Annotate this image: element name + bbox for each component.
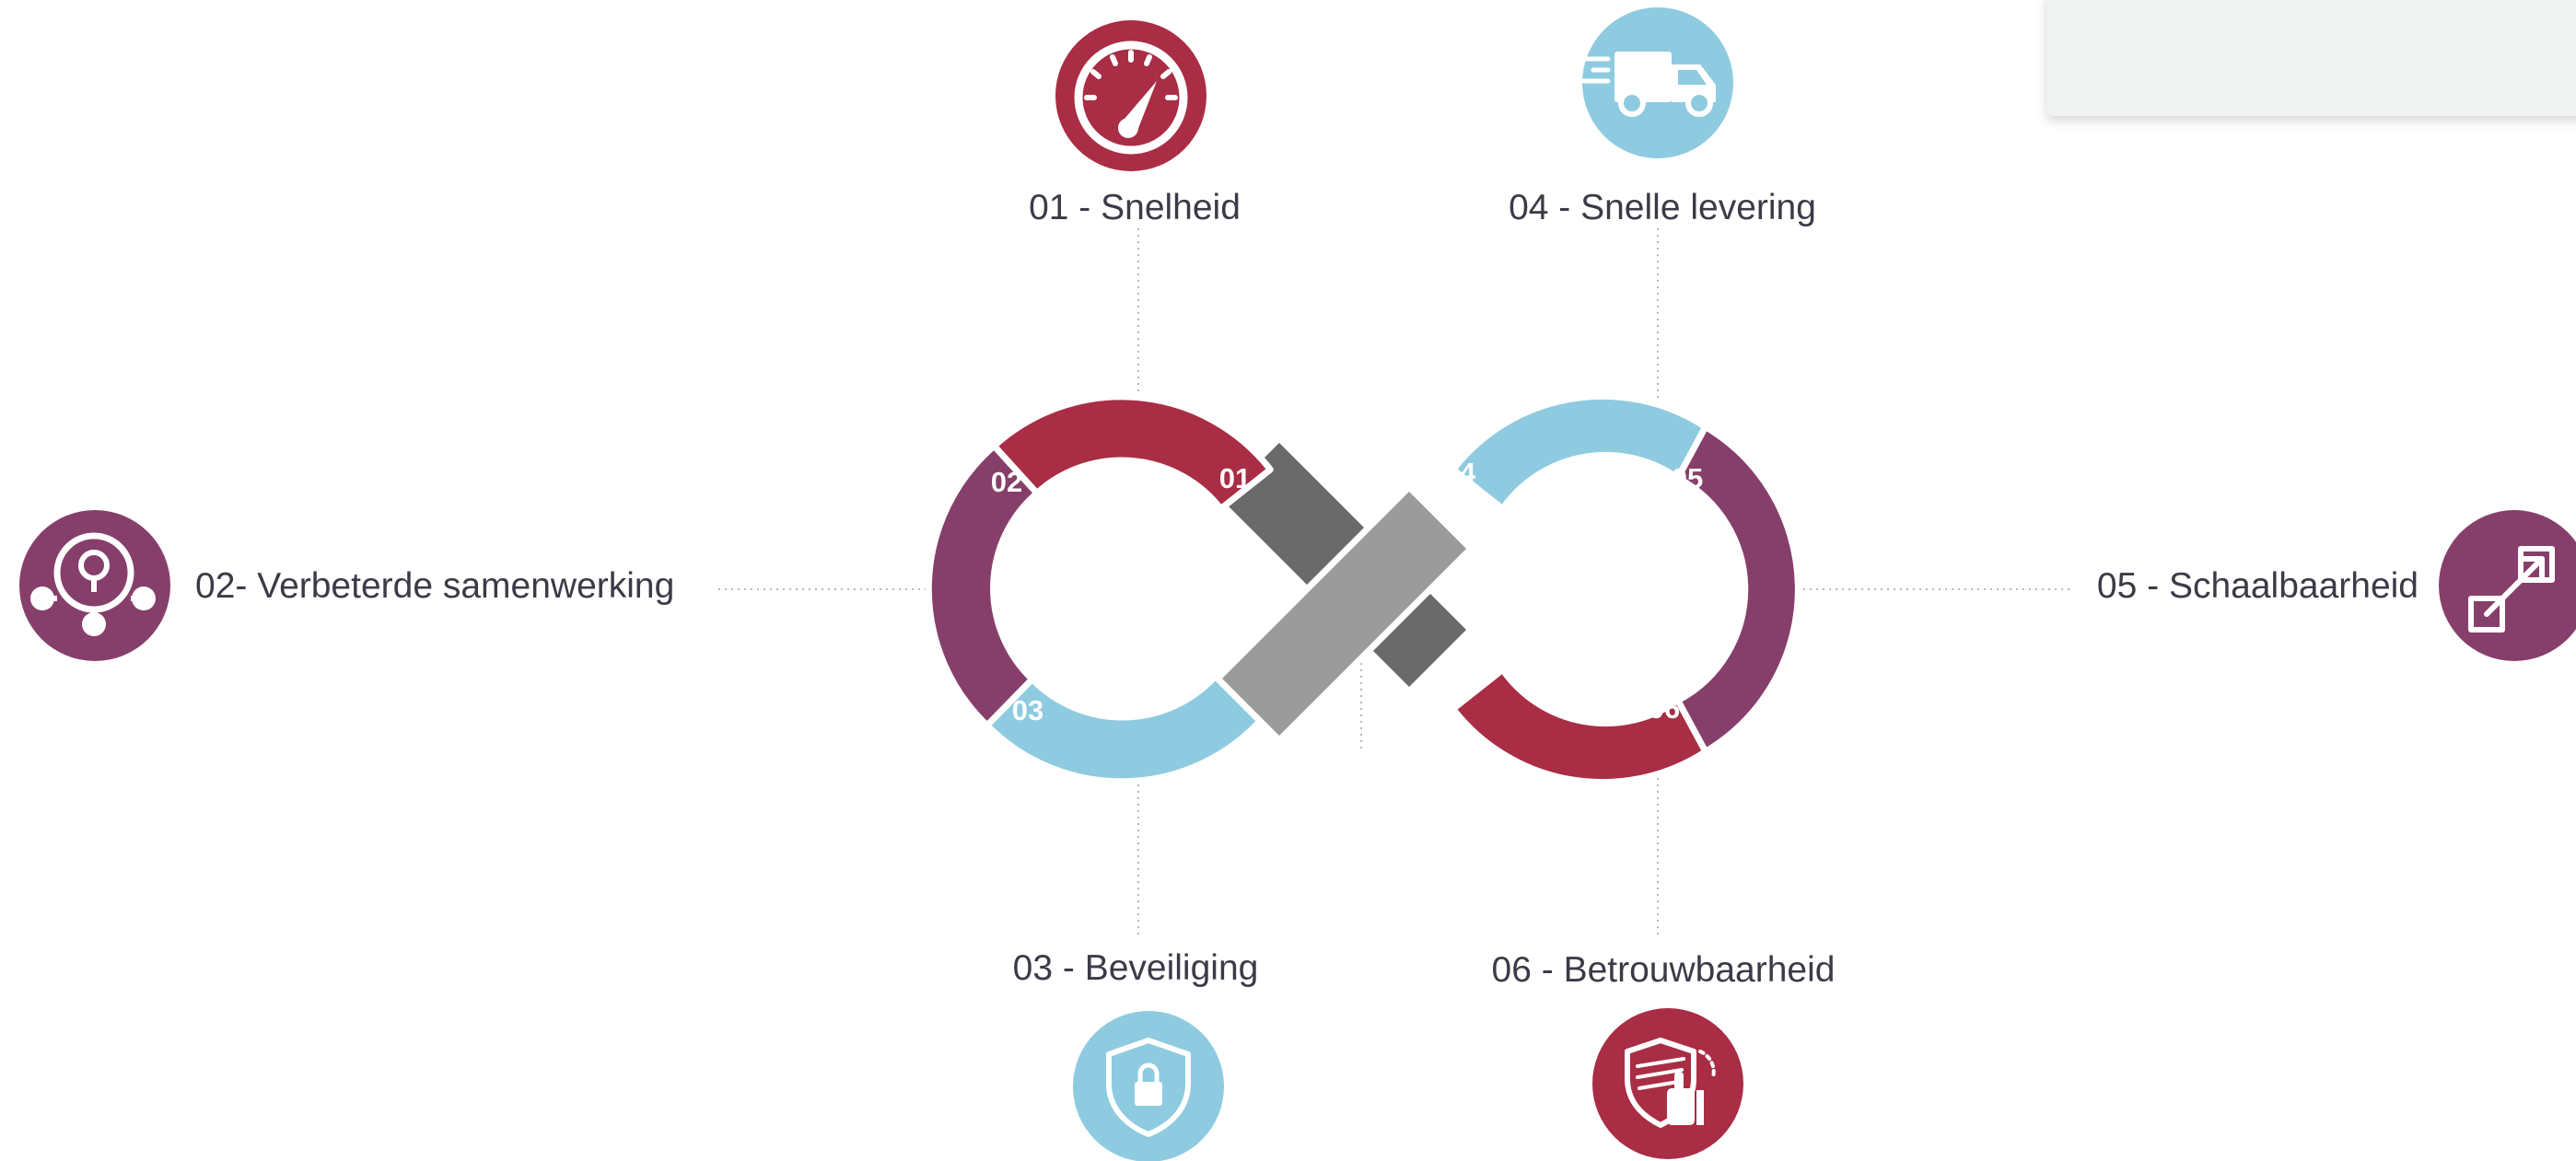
segment-num-01: 01 (1219, 462, 1251, 494)
segment-01-arc (990, 393, 1274, 513)
segment-num-05: 05 (1672, 462, 1703, 494)
label-05-schaalbaarheid: 05 - Schaalbaarheid (2096, 566, 2419, 606)
label-02-verbeterde-samenwerking: 02- Verbeterde samenwerking (195, 566, 675, 606)
shield-thumbs-up-icon (1592, 1008, 1743, 1159)
label-03-beveiliging: 03 - Beveiliging (1012, 948, 1259, 988)
expand-arrows-icon (2439, 510, 2576, 661)
connector-lines (718, 228, 2074, 939)
crossing-bar-light (1214, 483, 1474, 744)
lightbulb-network-icon (19, 510, 170, 661)
segment-05-arc (1674, 424, 1801, 755)
segment-04-arc (1450, 392, 1709, 513)
label-01-snelheid: 01 - Snelheid (1029, 188, 1241, 227)
delivery-truck-icon (1578, 7, 1733, 158)
segment-num-02: 02 (991, 466, 1022, 498)
segment-num-06: 06 (1649, 692, 1680, 725)
speedometer-icon (1055, 20, 1206, 171)
top-right-card (2046, 0, 2576, 116)
label-06-betrouwbaarheid: 06 - Betrouwbaarheid (1491, 950, 1836, 990)
shield-lock-icon (1073, 1011, 1224, 1161)
label-04-snelle-levering: 04 - Snelle levering (1509, 188, 1816, 227)
segment-num-03: 03 (1012, 694, 1043, 726)
segment-06-arc (1450, 666, 1709, 786)
segment-02-arc (925, 442, 1041, 729)
infinity-loop: 01 02 03 04 05 06 (925, 392, 1801, 786)
segment-num-04: 04 (1444, 457, 1476, 489)
segment-03-arc (984, 666, 1274, 785)
